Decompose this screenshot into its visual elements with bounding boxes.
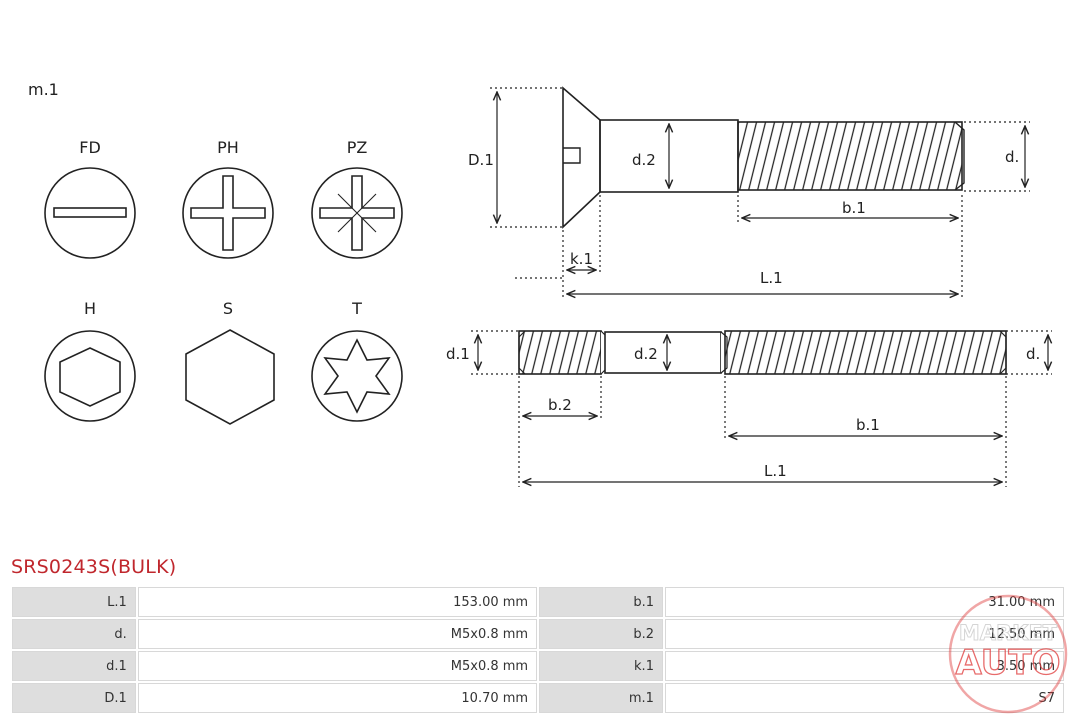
dim-label-thread-length-2: b.2 (548, 396, 572, 414)
product-code-title: SRS0243S(BULK) (11, 556, 177, 578)
drive-label-h: H (84, 299, 96, 318)
dim-label-thread-diameter-1: d.1 (446, 345, 470, 363)
drive-label-s: S (223, 299, 233, 318)
spec-key: d. (12, 619, 136, 649)
torx-drive-icon (311, 330, 403, 422)
spec-key: D.1 (12, 683, 136, 713)
dim-label-shank-diameter: d.2 (632, 151, 656, 169)
spec-value: 10.70 mm (137, 683, 538, 713)
watermark-text-auto: AUTO (956, 643, 1061, 683)
spec-value: 153.00 mm (137, 587, 538, 617)
spec-key: b.2 (539, 619, 663, 649)
stud-side-view: d.1 d.2 d. b.2 b.1 L.1 (446, 330, 1052, 487)
drive-label-ph: PH (217, 138, 239, 157)
spec-key: m.1 (539, 683, 663, 713)
slotted-drive-icon (44, 167, 136, 259)
spec-value: 31.00 mm (664, 587, 1064, 617)
phillips-drive-icon (182, 167, 274, 259)
dim-label-stud-shank-diameter: d.2 (634, 345, 658, 363)
spec-value: 3.50 mm (664, 651, 1064, 681)
spec-value: M5x0.8 mm (137, 651, 538, 681)
spec-value: S7 (664, 683, 1064, 713)
hex-socket-drive-icon (44, 330, 136, 422)
spec-key: k.1 (539, 651, 663, 681)
dim-label-total-length: L.1 (760, 269, 783, 287)
dim-label-thread-length: b.1 (842, 199, 866, 217)
drive-label-t: T (351, 299, 362, 318)
dim-label-thread-diameter: d. (1005, 148, 1019, 166)
dim-label-stud-thread-diameter: d. (1026, 345, 1040, 363)
dim-label-stud-total-length: L.1 (764, 462, 787, 480)
screw-side-view: D.1 d.2 d. b.1 k.1 L.1 (468, 86, 1030, 298)
drive-label-fd: FD (79, 138, 101, 157)
spec-value: M5x0.8 mm (137, 619, 538, 649)
technical-drawing: m.1 FD PH PZ H S T (28, 80, 1080, 487)
spec-key: b.1 (539, 587, 663, 617)
dim-label-head-diameter: D.1 (468, 151, 494, 169)
dim-label-head-height: k.1 (570, 250, 593, 268)
spec-value: 12.50 mm (664, 619, 1064, 649)
spec-key: L.1 (12, 587, 136, 617)
watermark-text-market: MARKET (959, 621, 1058, 645)
drive-label-pz: PZ (347, 138, 368, 157)
market-auto-watermark-logo: MARKET AUTO (948, 594, 1068, 714)
dim-label-thread-length-1: b.1 (856, 416, 880, 434)
hex-head-drive-icon (185, 329, 275, 425)
spec-key: d.1 (12, 651, 136, 681)
material-label: m.1 (28, 80, 59, 99)
pozidriv-drive-icon (311, 167, 403, 259)
